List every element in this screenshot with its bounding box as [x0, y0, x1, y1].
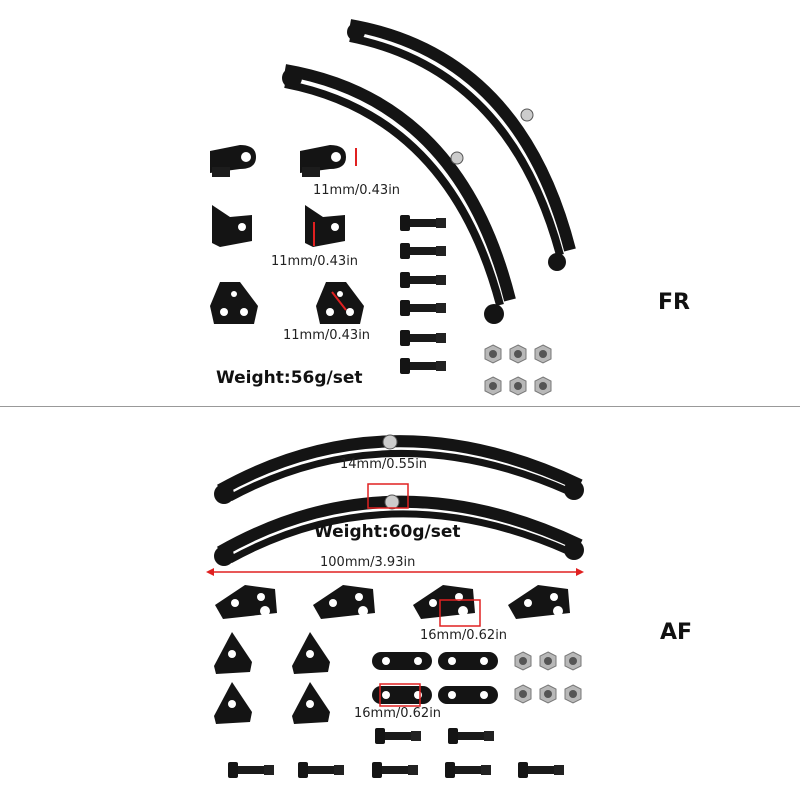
af-bolt: [228, 762, 274, 778]
fr-nut: [509, 344, 527, 364]
af-leaf-spring-lower: [214, 494, 584, 566]
fr-weight: Weight:56g/set: [216, 368, 363, 388]
af-shackle: [508, 585, 570, 619]
af-link-plate: [438, 686, 498, 704]
af-nut: [514, 684, 532, 704]
af-bolt: [375, 728, 421, 744]
fr-dim-plate: 11mm/0.43in: [283, 328, 371, 343]
fr-mount-plate: [210, 282, 258, 324]
af-nut: [539, 684, 557, 704]
af-bolt: [518, 762, 564, 778]
fr-nut: [484, 376, 502, 396]
af-dim-spring-length: 100mm/3.93in: [320, 555, 416, 570]
af-section-label: AF: [660, 620, 693, 645]
fr-shackle: [210, 145, 256, 177]
fr-shackle: [300, 145, 346, 177]
fr-bolt: [400, 272, 446, 288]
af-bolt: [448, 728, 494, 744]
fr-bracket: [305, 205, 345, 247]
af-shackle: [413, 585, 475, 619]
af-dim-link: 16mm/0.62in: [354, 706, 442, 721]
fr-nut: [509, 376, 527, 396]
af-dim-shackle: 16mm/0.62in: [420, 628, 508, 643]
af-bracket: [292, 682, 330, 724]
section-divider: [0, 406, 800, 407]
fr-nut: [534, 376, 552, 396]
fr-bracket: [212, 205, 252, 247]
af-bracket: [292, 632, 330, 674]
af-nut: [564, 651, 582, 671]
af-nut: [539, 651, 557, 671]
fr-section-label: FR: [658, 290, 690, 315]
fr-bolt: [400, 358, 446, 374]
fr-bolt: [400, 330, 446, 346]
af-nut: [564, 684, 582, 704]
fr-leaf-spring-rear: [347, 19, 576, 271]
fr-bolt: [400, 300, 446, 316]
fr-bolt: [400, 243, 446, 259]
af-link-plate: [438, 652, 498, 670]
fr-nut: [534, 344, 552, 364]
af-bolt: [372, 762, 418, 778]
af-bracket: [214, 682, 252, 724]
fr-dim-shackle: 11mm/0.43in: [313, 183, 401, 198]
af-bolt: [298, 762, 344, 778]
af-shackle: [215, 585, 277, 619]
af-dim-spring-width: 14mm/0.55in: [340, 457, 428, 472]
af-bracket: [214, 632, 252, 674]
af-link-plate: [372, 652, 432, 670]
af-link-plate: [372, 686, 432, 704]
af-nut: [514, 651, 532, 671]
af-bolt: [445, 762, 491, 778]
fr-dim-bracket: 11mm/0.43in: [271, 254, 359, 269]
fr-leaf-spring-front: [282, 64, 516, 324]
fr-bolt: [400, 215, 446, 231]
af-leaf-spring-upper: [214, 434, 584, 504]
af-shackle: [313, 585, 375, 619]
fr-nut: [484, 344, 502, 364]
af-weight: Weight:60g/set: [314, 522, 461, 542]
